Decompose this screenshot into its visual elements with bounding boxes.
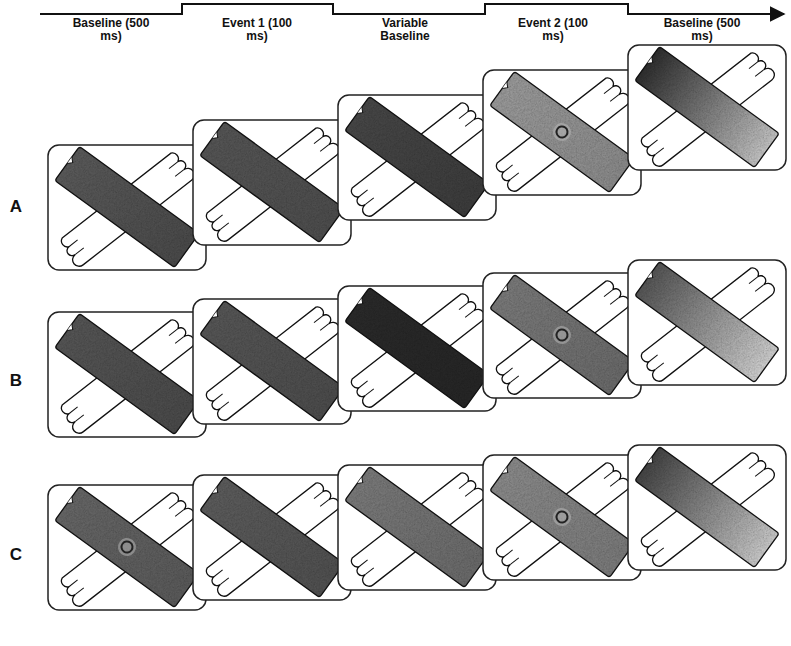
- arm-panel: [48, 312, 206, 437]
- arm-panel: [483, 273, 641, 398]
- arm-panel: [193, 475, 351, 600]
- arm-panel: [628, 45, 786, 170]
- timeline-waveform: [40, 4, 784, 14]
- phase-label: Baseline (500 ms): [657, 17, 747, 43]
- arm-panel: [628, 445, 786, 570]
- row-letter: B: [4, 372, 28, 390]
- arm-panels: [48, 45, 786, 610]
- phase-label: Event 1 (100 ms): [212, 17, 302, 43]
- row-letter: A: [4, 198, 28, 216]
- arm-panel: [193, 120, 351, 245]
- phase-label: Variable Baseline: [360, 17, 450, 43]
- arm-panel: [338, 95, 496, 220]
- arm-panel: [483, 70, 641, 195]
- arm-panel: [628, 260, 786, 385]
- arm-panel: [338, 465, 496, 590]
- arm-panel: [338, 286, 496, 411]
- arm-panel: [193, 299, 351, 424]
- arm-panel: [483, 455, 641, 580]
- arm-panel: [48, 145, 206, 270]
- row-letter: C: [4, 546, 28, 564]
- phase-label: Event 2 (100 ms): [508, 17, 598, 43]
- phase-label: Baseline (500 ms): [66, 17, 156, 43]
- arm-panel: [48, 485, 206, 610]
